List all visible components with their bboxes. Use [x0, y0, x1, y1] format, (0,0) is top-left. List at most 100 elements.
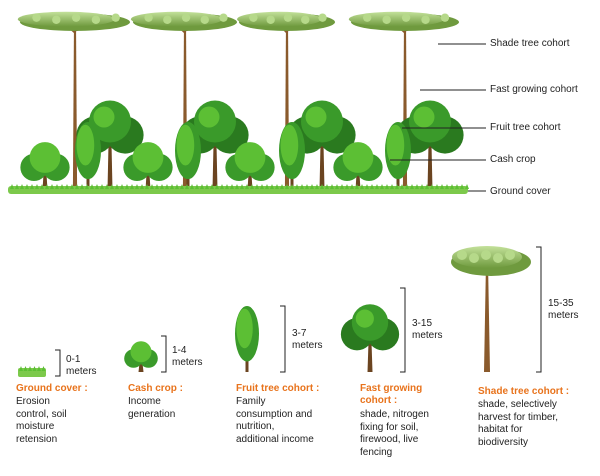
grass-tuft — [395, 184, 399, 189]
grass-tuft — [380, 184, 384, 189]
round-tree — [340, 304, 400, 372]
grass-tuft — [15, 184, 19, 189]
grass-blade — [37, 366, 41, 371]
grass-tuft — [455, 184, 459, 189]
grass-tuft — [330, 184, 334, 189]
grass-tuft — [410, 184, 414, 189]
grass-tuft — [425, 184, 429, 189]
grass-tuft — [40, 184, 44, 189]
grass-tuft — [210, 184, 214, 189]
grass-tuft — [435, 184, 439, 189]
grass-tuft — [125, 184, 129, 189]
grass-tuft — [310, 184, 314, 189]
grass-tuft — [260, 184, 264, 189]
grass-tuft — [415, 184, 419, 189]
grass-tuft — [465, 184, 469, 189]
label-ground-cover: Ground cover — [490, 186, 551, 197]
grass-tuft — [85, 184, 89, 189]
grass-tuft — [225, 184, 229, 189]
grass-tuft — [90, 184, 94, 189]
grass-tuft — [195, 184, 199, 189]
grass-tuft — [240, 184, 244, 189]
grass-tuft — [345, 184, 349, 189]
grass-tuft — [95, 184, 99, 189]
grass-tuft — [440, 184, 444, 189]
grass-tuft — [275, 184, 279, 189]
grass-tuft — [360, 184, 364, 189]
grass-blade — [23, 366, 28, 371]
grass-tuft — [140, 184, 144, 189]
grass-tuft — [75, 184, 79, 189]
grass-tuft — [20, 184, 24, 189]
grass-tuft — [190, 184, 194, 189]
grass-blade — [32, 366, 37, 371]
grass-tuft — [355, 184, 359, 189]
grass-tuft — [110, 184, 114, 189]
grass-tuft — [160, 184, 164, 189]
grass-tuft — [175, 184, 179, 189]
grass-tuft — [230, 184, 234, 189]
grass-tuft — [430, 184, 434, 189]
grass-tuft — [370, 184, 374, 189]
grass-tuft — [270, 184, 274, 189]
bracket-cash-crop — [161, 335, 167, 373]
grass-tuft — [235, 184, 239, 189]
description-ground-cover: Erosion control, soil moisture retension — [16, 396, 67, 445]
grass-tuft — [405, 184, 409, 189]
grass-blade — [19, 366, 23, 371]
grass-tuft — [365, 184, 369, 189]
description-fast-growing-cohort: shade, nitrogen fixing for soil, firewoo… — [360, 409, 429, 458]
grass-tuft — [385, 184, 389, 189]
cohort-tree-icons — [18, 246, 531, 377]
grass-tuft — [115, 184, 119, 189]
grass-tuft — [325, 184, 329, 189]
grass-tuft — [290, 184, 294, 189]
grass-tuft — [135, 184, 139, 189]
grass-tuft — [390, 184, 394, 189]
round-tree — [124, 341, 158, 372]
ground-cover-strip — [8, 184, 469, 194]
grass-tuft — [30, 184, 34, 189]
grass-tuft — [420, 184, 424, 189]
description-cash-crop: Income generation — [128, 396, 176, 420]
grass-tuft — [25, 184, 29, 189]
grass-tuft — [200, 184, 204, 189]
fruit-tree — [75, 122, 101, 190]
grass-tuft — [445, 184, 449, 189]
grass-tuft — [120, 184, 124, 189]
bracket-shade-tree — [536, 246, 542, 373]
round-tree — [181, 100, 249, 190]
grass-tuft — [305, 184, 309, 189]
heading-ground-cover: Ground cover : — [16, 383, 88, 394]
grass-tuft — [105, 184, 109, 189]
heading-cash-crop: Cash crop : — [128, 383, 184, 394]
shade-tree-icon — [451, 246, 531, 372]
grass-tuft — [70, 184, 74, 189]
grass-tuft — [460, 184, 464, 189]
grass-tuft — [155, 184, 159, 189]
grass-tuft — [280, 184, 284, 189]
label-leader-lines — [390, 43, 486, 192]
grass-tuft — [145, 184, 149, 189]
label-cash-crop: Cash crop — [490, 154, 536, 165]
grass-tuft — [170, 184, 174, 189]
fruit-tree — [235, 306, 259, 372]
grass-tuft — [45, 184, 49, 189]
grass-tuft — [220, 184, 224, 189]
grass-tuft — [250, 184, 254, 189]
grass-blade — [28, 366, 32, 371]
round-tree — [396, 100, 464, 190]
grass-tuft — [35, 184, 39, 189]
grass-tuft — [150, 184, 154, 189]
grass-tuft — [205, 184, 209, 189]
round-tree — [20, 142, 70, 190]
grass-tuft — [315, 184, 319, 189]
grass-tuft — [215, 184, 219, 189]
shade-tree — [17, 11, 130, 190]
grass-tuft — [320, 184, 324, 189]
label-fruit-tree-cohort: Fruit tree cohort — [490, 122, 561, 133]
heading-shade-tree-cohort: Shade tree cohort : — [478, 386, 570, 397]
